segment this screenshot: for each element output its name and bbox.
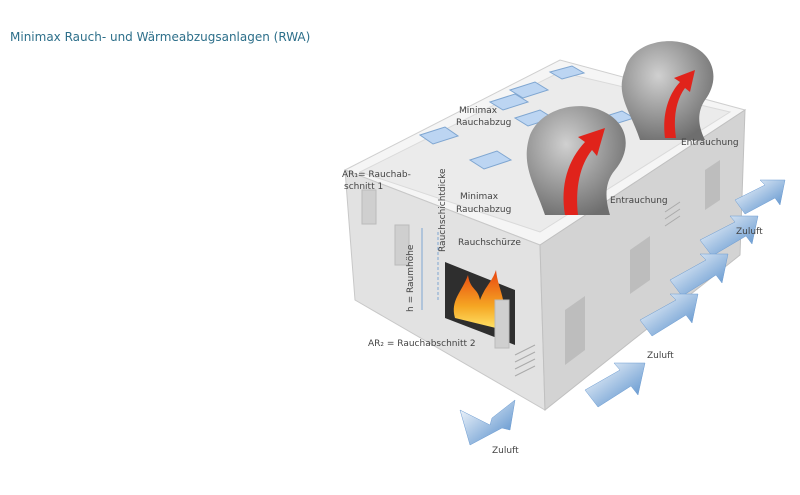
red-arrow-front	[563, 128, 605, 215]
red-arrow-back	[664, 70, 695, 138]
blue-arrow-1	[734, 179, 786, 215]
door-4	[565, 296, 585, 365]
blue-arrow-2	[699, 215, 759, 257]
label-rauchschuerze: Rauchschürze	[458, 238, 521, 248]
blue-arrow-3	[669, 253, 729, 297]
zuluft-arrows	[459, 179, 786, 446]
label-zuluft-right: Zuluft	[736, 227, 763, 237]
label-rauchabzug-mid-2: Rauchabzug	[456, 205, 511, 215]
label-ar1-1: AR₁= Rauchab-	[342, 170, 411, 180]
door-1	[361, 189, 377, 225]
door-5	[630, 236, 650, 294]
blue-arrow-6	[459, 399, 516, 446]
label-entrauchung-front: Entrauchung	[610, 196, 668, 206]
door-2	[394, 224, 410, 266]
label-ar2: AR₂ = Rauchabschnitt 2	[368, 339, 476, 349]
wall-vents	[514, 201, 681, 377]
label-rauchabzug-mid-1: Minimax	[460, 192, 499, 202]
label-ar1-2: schnitt 1	[344, 182, 383, 192]
label-zuluft-bottom: Zuluft	[492, 446, 519, 456]
fire	[453, 270, 505, 330]
label-zuluft-mid: Zuluft	[647, 351, 674, 361]
door-3	[494, 299, 510, 349]
blue-arrow-5	[584, 362, 646, 408]
smoke-plume-back	[621, 41, 714, 140]
label-raumhoehe: h = Raumhöhe	[406, 244, 416, 312]
label-entrauchung-back: Entrauchung	[681, 138, 739, 148]
label-rauchabzug-top-2: Rauchabzug	[456, 118, 511, 128]
label-rauchschichtdicke: Rauchschichtdicke	[438, 168, 448, 252]
label-rauchabzug-top-1: Minimax	[459, 106, 498, 116]
page-title: Minimax Rauch- und Wärmeabzugsanlagen (R…	[10, 30, 311, 44]
blue-arrow-4	[639, 293, 699, 337]
door-6	[705, 160, 720, 210]
